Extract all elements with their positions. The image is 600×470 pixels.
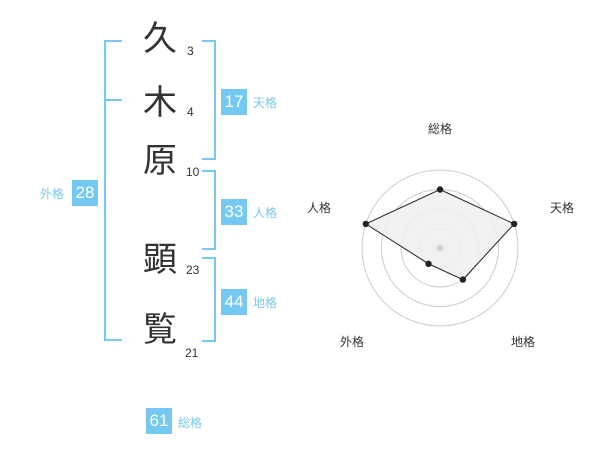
radar-axis-label-tenkaku: 天格 [550, 201, 575, 215]
radar-axis-label-chikaku: 地格 [511, 335, 536, 349]
jinkaku-badge: 33 [221, 199, 247, 225]
radar-point-4 [425, 260, 432, 267]
gaikaku-label: 外格 [40, 187, 65, 201]
chikaku-bracket [202, 257, 216, 342]
stroke-count-1: 3 [187, 44, 194, 58]
jinkaku-bracket [202, 170, 216, 250]
radar-point-5 [362, 220, 369, 228]
radar-point-2 [511, 220, 518, 228]
radar-center-dot [436, 244, 444, 252]
radar-point-1 [436, 186, 444, 193]
tenkaku-label: 天格 [253, 96, 278, 110]
radar-polygon [364, 188, 516, 281]
stroke-count-4: 23 [186, 263, 200, 277]
chikaku-label: 地格 [253, 296, 278, 310]
name-char-2: 木 [143, 83, 177, 123]
soukaku-badge: 61 [146, 408, 172, 434]
name-char-3: 原 [143, 141, 177, 181]
tenkaku-badge: 17 [221, 89, 247, 115]
gaikaku-badge: 28 [72, 180, 98, 206]
radar-axis-label-soukaku: 総格 [428, 122, 453, 136]
radar-ring-4 [361, 169, 519, 327]
stroke-count-3: 10 [186, 165, 200, 179]
jinkaku-label: 人格 [253, 206, 278, 220]
stroke-count-2: 4 [187, 105, 194, 119]
soukaku-label: 総格 [178, 416, 203, 430]
gaikaku-bracket [104, 40, 122, 341]
stroke-count-5: 21 [185, 346, 199, 360]
chikaku-badge: 44 [221, 289, 247, 315]
tenkaku-bracket [202, 40, 216, 160]
name-char-4: 顕 [143, 240, 177, 280]
name-char-1: 久 [143, 19, 177, 59]
gaikaku-bracket-mid-tick [104, 99, 122, 101]
name-char-5: 覧 [143, 310, 177, 350]
radar-point-3 [459, 276, 467, 283]
radar-axis-label-jinkaku: 人格 [307, 201, 332, 215]
radar-axis-label-gaikaku: 外格 [340, 335, 365, 349]
